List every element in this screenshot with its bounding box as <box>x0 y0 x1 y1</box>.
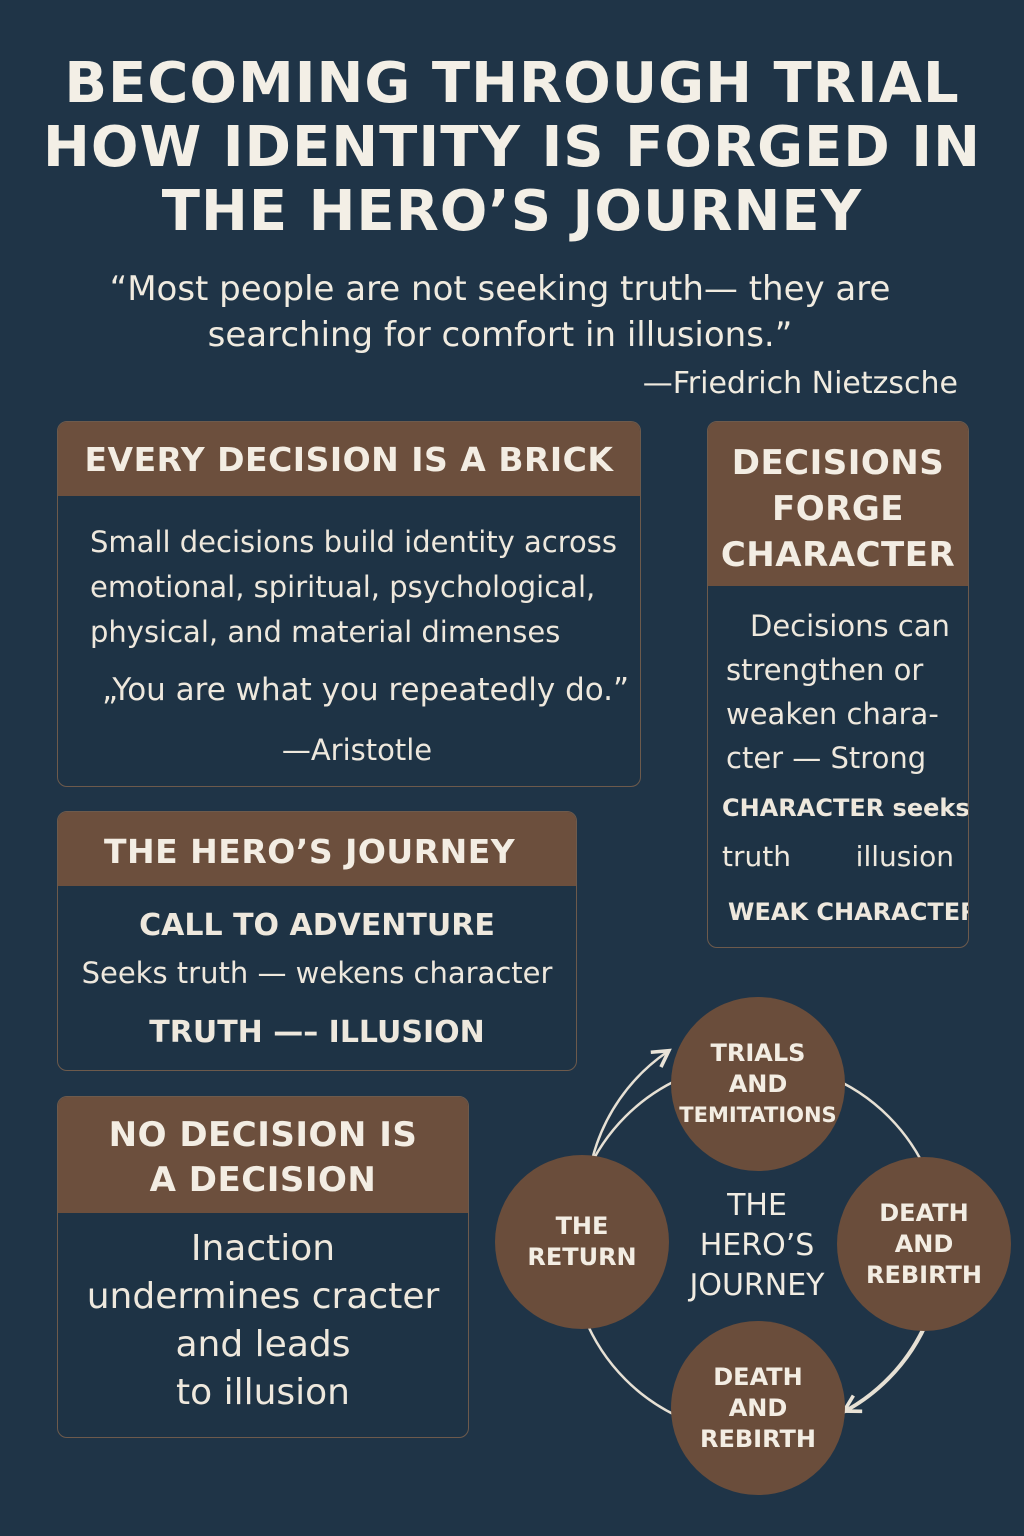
node-line: RETURN <box>527 1243 637 1271</box>
call-to-adventure: CALL TO ADVENTURE <box>139 908 495 943</box>
page-title: BECOMING THROUGH TRIAL HOW IDENTITY IS F… <box>40 52 984 244</box>
node-line: TRIALS <box>710 1038 806 1067</box>
body-line: to illusion <box>175 1372 350 1413</box>
quote-author: —Friedrich Nietzsche <box>642 366 958 401</box>
body-line: undermines cracter <box>86 1276 440 1317</box>
node-line: AND <box>728 1393 788 1422</box>
card-no-decision: NO DECISION IS A DECISION Inaction under… <box>57 1096 469 1438</box>
card-body: Inaction undermines cracter and leads to… <box>58 1225 468 1417</box>
node-line: DEATH <box>713 1362 803 1391</box>
strong-character-label: CHARACTER seeks <box>722 794 969 822</box>
heading-line: FORGE <box>772 489 904 529</box>
body-line: weaken chara- <box>726 697 939 731</box>
node-line: DEATH <box>879 1198 969 1227</box>
body-line: emotional, spiritual, psychological, <box>90 570 596 604</box>
card-heading: THE HERO’S JOURNEY <box>58 812 576 886</box>
center-line: THE <box>727 1188 787 1223</box>
heros-journey-cycle: TRIALS AND TEMITATIONS DEATH AND REBIRTH… <box>480 990 1024 1536</box>
illusion-label: illusion <box>855 840 954 873</box>
node-line: AND <box>728 1069 788 1098</box>
seeks-truth-line: Seeks truth — wekens character <box>81 956 553 990</box>
node-death-and-rebirth-bottom: DEATH AND REBIRTH <box>671 1321 845 1495</box>
card-heading: NO DECISION IS A DECISION <box>58 1097 468 1213</box>
node-the-return: THE RETURN <box>495 1155 669 1329</box>
body-line: Inaction <box>190 1228 336 1269</box>
heading-line: CHARACTER <box>720 535 956 575</box>
card-every-decision-is-a-brick: EVERY DECISION IS A BRICK Small decision… <box>57 421 641 787</box>
center-line: JOURNEY <box>689 1268 825 1303</box>
nietzsche-quote: “Most people are not seeking truth— they… <box>60 266 940 358</box>
heading-line: A DECISION <box>149 1160 377 1200</box>
arrow-icon <box>840 1329 924 1414</box>
aristotle-quote: „You are what you repeatedly do.” <box>102 672 630 708</box>
quote-line-1: “Most people are not seeking truth— they… <box>109 269 891 309</box>
body-line: Decisions can <box>750 609 950 643</box>
node-line: REBIRTH <box>700 1424 816 1453</box>
heading-line: NO DECISION IS <box>108 1115 418 1155</box>
node-line: TEMITATIONS <box>679 1102 837 1127</box>
truth-illusion-line: TRUTH —– ILLUSION <box>149 1015 485 1050</box>
body-line: physical, and material dimenses <box>90 615 561 649</box>
title-line-1: BECOMING THROUGH TRIAL <box>64 51 960 116</box>
title-line-3: THE HERO’S JOURNEY <box>161 179 863 244</box>
title-line-2: HOW IDENTITY IS FORGED IN <box>42 115 981 180</box>
body-line: Small decisions build identity across <box>90 525 617 559</box>
node-trials-and-temptations: TRIALS AND TEMITATIONS <box>671 997 845 1171</box>
node-death-and-rebirth-right: DEATH AND REBIRTH <box>837 1157 1011 1331</box>
card-heading: DECISIONS FORGE CHARACTER <box>708 422 968 586</box>
truth-label: truth <box>722 840 791 873</box>
aristotle-author: —Aristotle <box>281 733 433 767</box>
weak-character-label: WEAK CHARACTER <box>728 898 969 926</box>
center-line: HERO’S <box>699 1228 815 1263</box>
cycle-center-label: THE HERO’S JOURNEY <box>642 1186 872 1306</box>
card-decisions-forge-character: DECISIONS FORGE CHARACTER Decisions can … <box>707 421 969 948</box>
card-heros-journey: THE HERO’S JOURNEY CALL TO ADVENTURE See… <box>57 811 577 1071</box>
node-line: REBIRTH <box>866 1260 982 1289</box>
heading-line: DECISIONS <box>731 443 945 483</box>
body-line: and leads <box>175 1324 351 1365</box>
card-heading: EVERY DECISION IS A BRICK <box>58 422 640 496</box>
node-line: THE <box>555 1212 609 1240</box>
truth-illusion-row: truth illusion <box>722 840 954 873</box>
body-line: cter — Strong <box>726 741 927 775</box>
node-line: AND <box>894 1229 954 1258</box>
quote-line-2: searching for comfort in illusions.” <box>207 315 793 355</box>
arrow-icon <box>590 1048 672 1161</box>
card-body: Decisions can strengthen or weaken chara… <box>726 604 961 780</box>
card-body: Small decisions build identity across em… <box>90 520 635 655</box>
body-line: strengthen or <box>726 653 924 687</box>
